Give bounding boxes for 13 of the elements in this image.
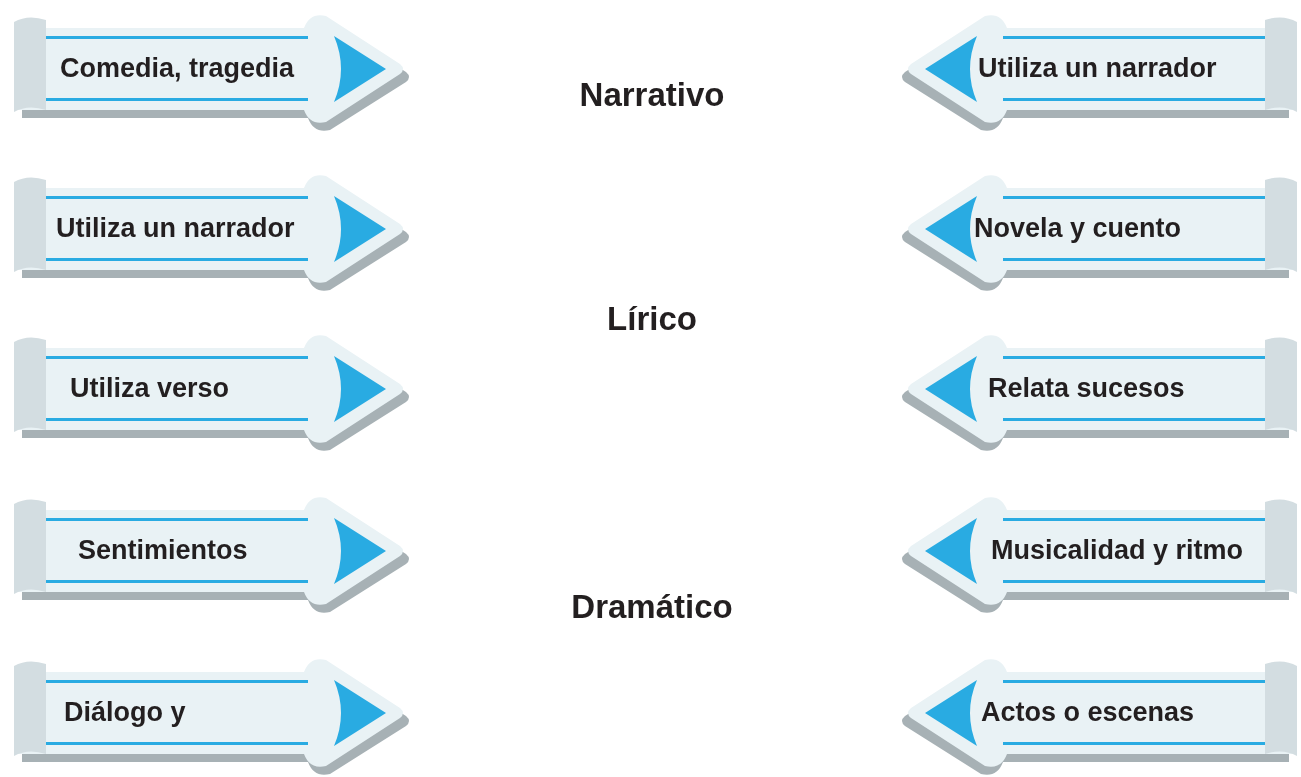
banner-label: Novela y cuento <box>974 212 1182 244</box>
genre-heading: Dramático <box>571 588 733 626</box>
banner-label: Musicalidad y ritmo <box>991 534 1244 566</box>
banner-label: Diálogo y <box>64 696 186 728</box>
genre-heading: Lírico <box>607 300 697 338</box>
banner-label: Utiliza un narrador <box>978 52 1217 84</box>
banner-label: Comedia, tragedia <box>60 52 295 84</box>
banner-label: Utiliza verso <box>70 372 230 404</box>
banner-label: Sentimientos <box>78 534 248 566</box>
banner-label: Actos o escenas <box>981 696 1195 728</box>
genre-heading: Narrativo <box>579 76 725 114</box>
banner-label: Utiliza un narrador <box>56 212 295 244</box>
banner-label: Relata sucesos <box>988 372 1185 404</box>
